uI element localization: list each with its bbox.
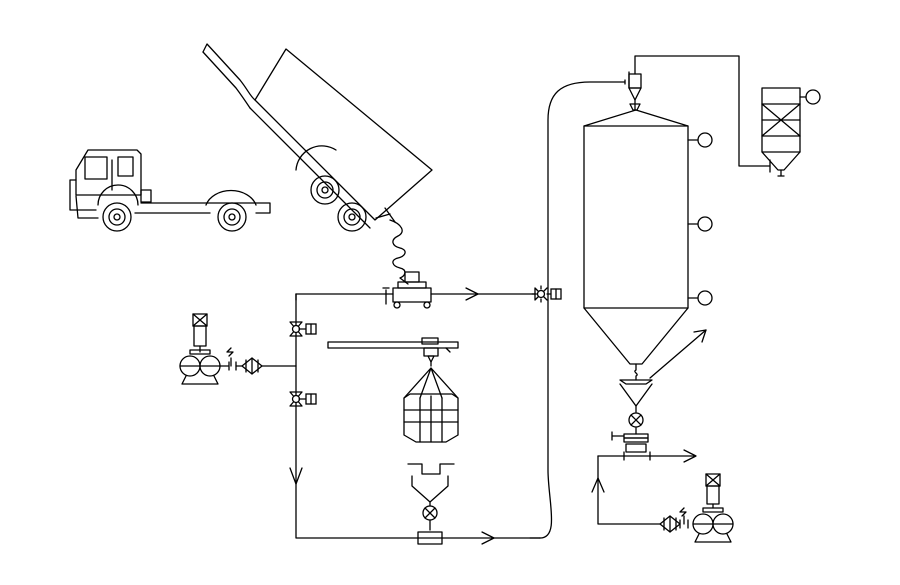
return-loop (591, 449, 697, 525)
silo-cyclone (624, 55, 771, 167)
flow-arrow-down-left (289, 467, 303, 485)
diverter-valve (531, 285, 562, 303)
discharge-station (382, 271, 432, 309)
flow-arrow-right-top (465, 287, 479, 301)
silo-outlet (619, 363, 653, 435)
flow-arrow-right-bottom (481, 531, 495, 545)
tipping-container (202, 43, 433, 232)
bag-discharge-hopper (407, 463, 455, 507)
level-sensor (697, 132, 713, 306)
butterfly-valve-2 (289, 391, 317, 407)
butterfly-valve (289, 321, 317, 337)
bulk-bag (403, 367, 459, 443)
conveying-line-left (295, 293, 541, 539)
riser-pipe (529, 81, 626, 539)
rotary-valve (417, 505, 443, 545)
flexible-hose (389, 219, 409, 285)
recirculation-arrow (649, 329, 707, 379)
blower-right (659, 473, 734, 543)
truck-chassis (69, 149, 271, 232)
dust-filter (761, 87, 821, 177)
storage-silo (583, 109, 699, 365)
blower-left (179, 313, 297, 385)
overhead-rail (327, 337, 459, 367)
